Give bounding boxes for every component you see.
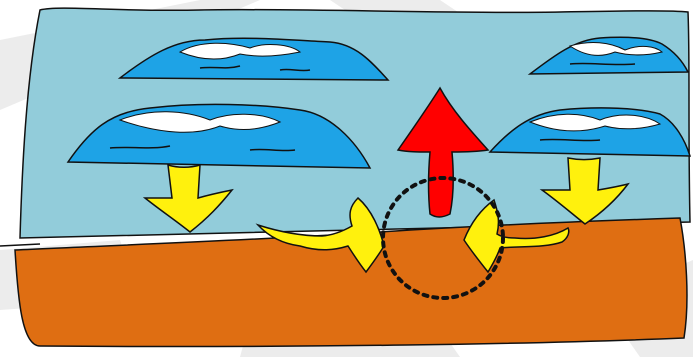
horizon-line bbox=[0, 244, 40, 246]
